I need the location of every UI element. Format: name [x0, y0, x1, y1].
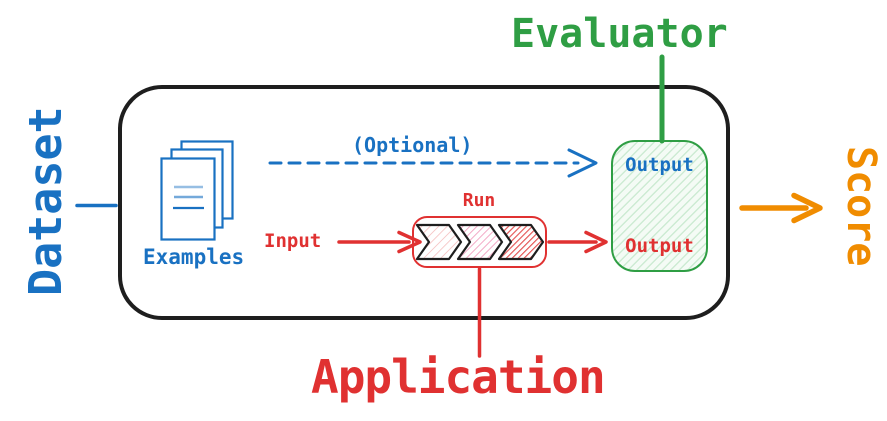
- chevron-step-2: [456, 223, 503, 261]
- evaluator-label: Evaluator: [511, 11, 728, 57]
- score-label: Score: [838, 146, 884, 267]
- pipeline-chevrons-icon: [415, 223, 544, 261]
- evaluator-output-box: Output Output: [611, 140, 708, 272]
- input-label: Input: [264, 230, 322, 252]
- dataset-label: Dataset: [19, 106, 72, 296]
- run-label: Run: [462, 190, 496, 211]
- optional-label: (Optional): [352, 133, 473, 157]
- examples-label: Examples: [143, 245, 245, 269]
- chevron-step-1: [415, 223, 462, 261]
- application-output-label: Output: [625, 235, 694, 258]
- experiment-container-box: [118, 85, 730, 320]
- reference-output-label: Output: [625, 154, 694, 176]
- examples-documents-icon: [160, 140, 234, 241]
- application-label: Application: [311, 350, 606, 404]
- score-arrow: [739, 192, 823, 224]
- run-pipeline-box: [412, 216, 547, 268]
- chevron-step-3: [497, 223, 544, 261]
